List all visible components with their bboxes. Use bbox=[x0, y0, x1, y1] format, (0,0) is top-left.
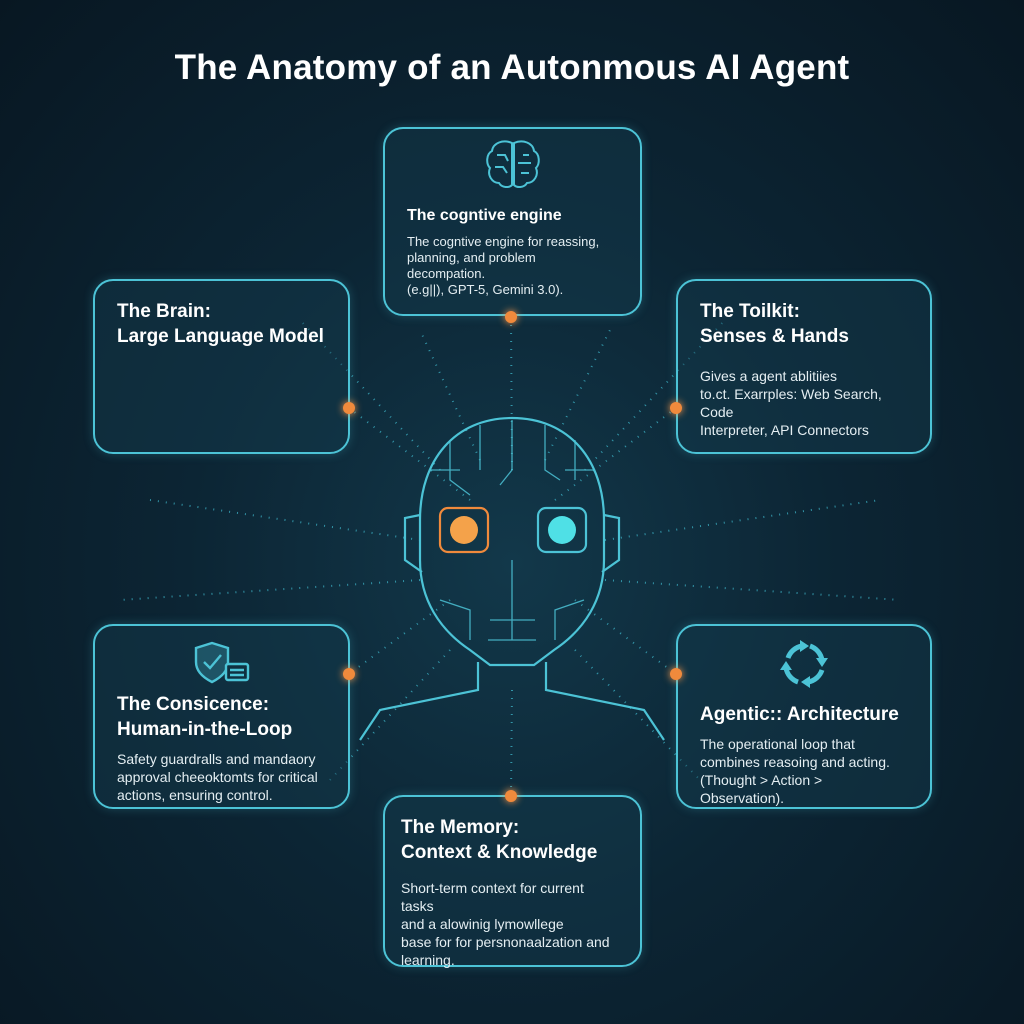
card-toolkit: The Toilkit:Senses & Hands Gives a agent… bbox=[676, 279, 932, 454]
card-heading: The Consicence:Human-in-the-Loop bbox=[117, 694, 293, 740]
card-heading: The cogntive engine bbox=[407, 207, 562, 224]
card-heading: Agentic:: Architecture bbox=[700, 704, 899, 725]
connector-node bbox=[670, 402, 682, 414]
card-cognitive-engine: The cogntive engine The cogntive engine … bbox=[383, 127, 642, 316]
card-heading: The Brain:Large Language Model bbox=[117, 301, 324, 347]
connector-node bbox=[505, 790, 517, 802]
cycle-arrows-icon bbox=[780, 640, 828, 688]
shield-check-icon bbox=[194, 641, 249, 684]
card-agentic-architecture: Agentic:: Architecture The operational l… bbox=[676, 624, 932, 809]
card-heading: The Toilkit:Senses & Hands bbox=[700, 301, 849, 347]
left-eye-icon bbox=[450, 516, 478, 544]
robot-head-icon bbox=[359, 416, 665, 741]
page-title: The Anatomy of an Autonmous AI Agent bbox=[174, 48, 850, 87]
brain-icon bbox=[485, 140, 540, 189]
card-brain: The Brain:Large Language Model bbox=[93, 279, 350, 454]
connector-node bbox=[343, 402, 355, 414]
connector-node bbox=[343, 668, 355, 680]
right-eye-icon bbox=[548, 516, 576, 544]
card-memory: The Memory:Context & Knowledge Short-ter… bbox=[383, 795, 642, 968]
card-heading: The Memory:Context & Knowledge bbox=[401, 817, 598, 863]
connector-node bbox=[670, 668, 682, 680]
card-conscience: The Consicence:Human-in-the-Loop Safety … bbox=[93, 624, 350, 809]
card-text: The cogntive engine for reassing,plannin… bbox=[407, 234, 600, 297]
connector-node bbox=[505, 311, 517, 323]
